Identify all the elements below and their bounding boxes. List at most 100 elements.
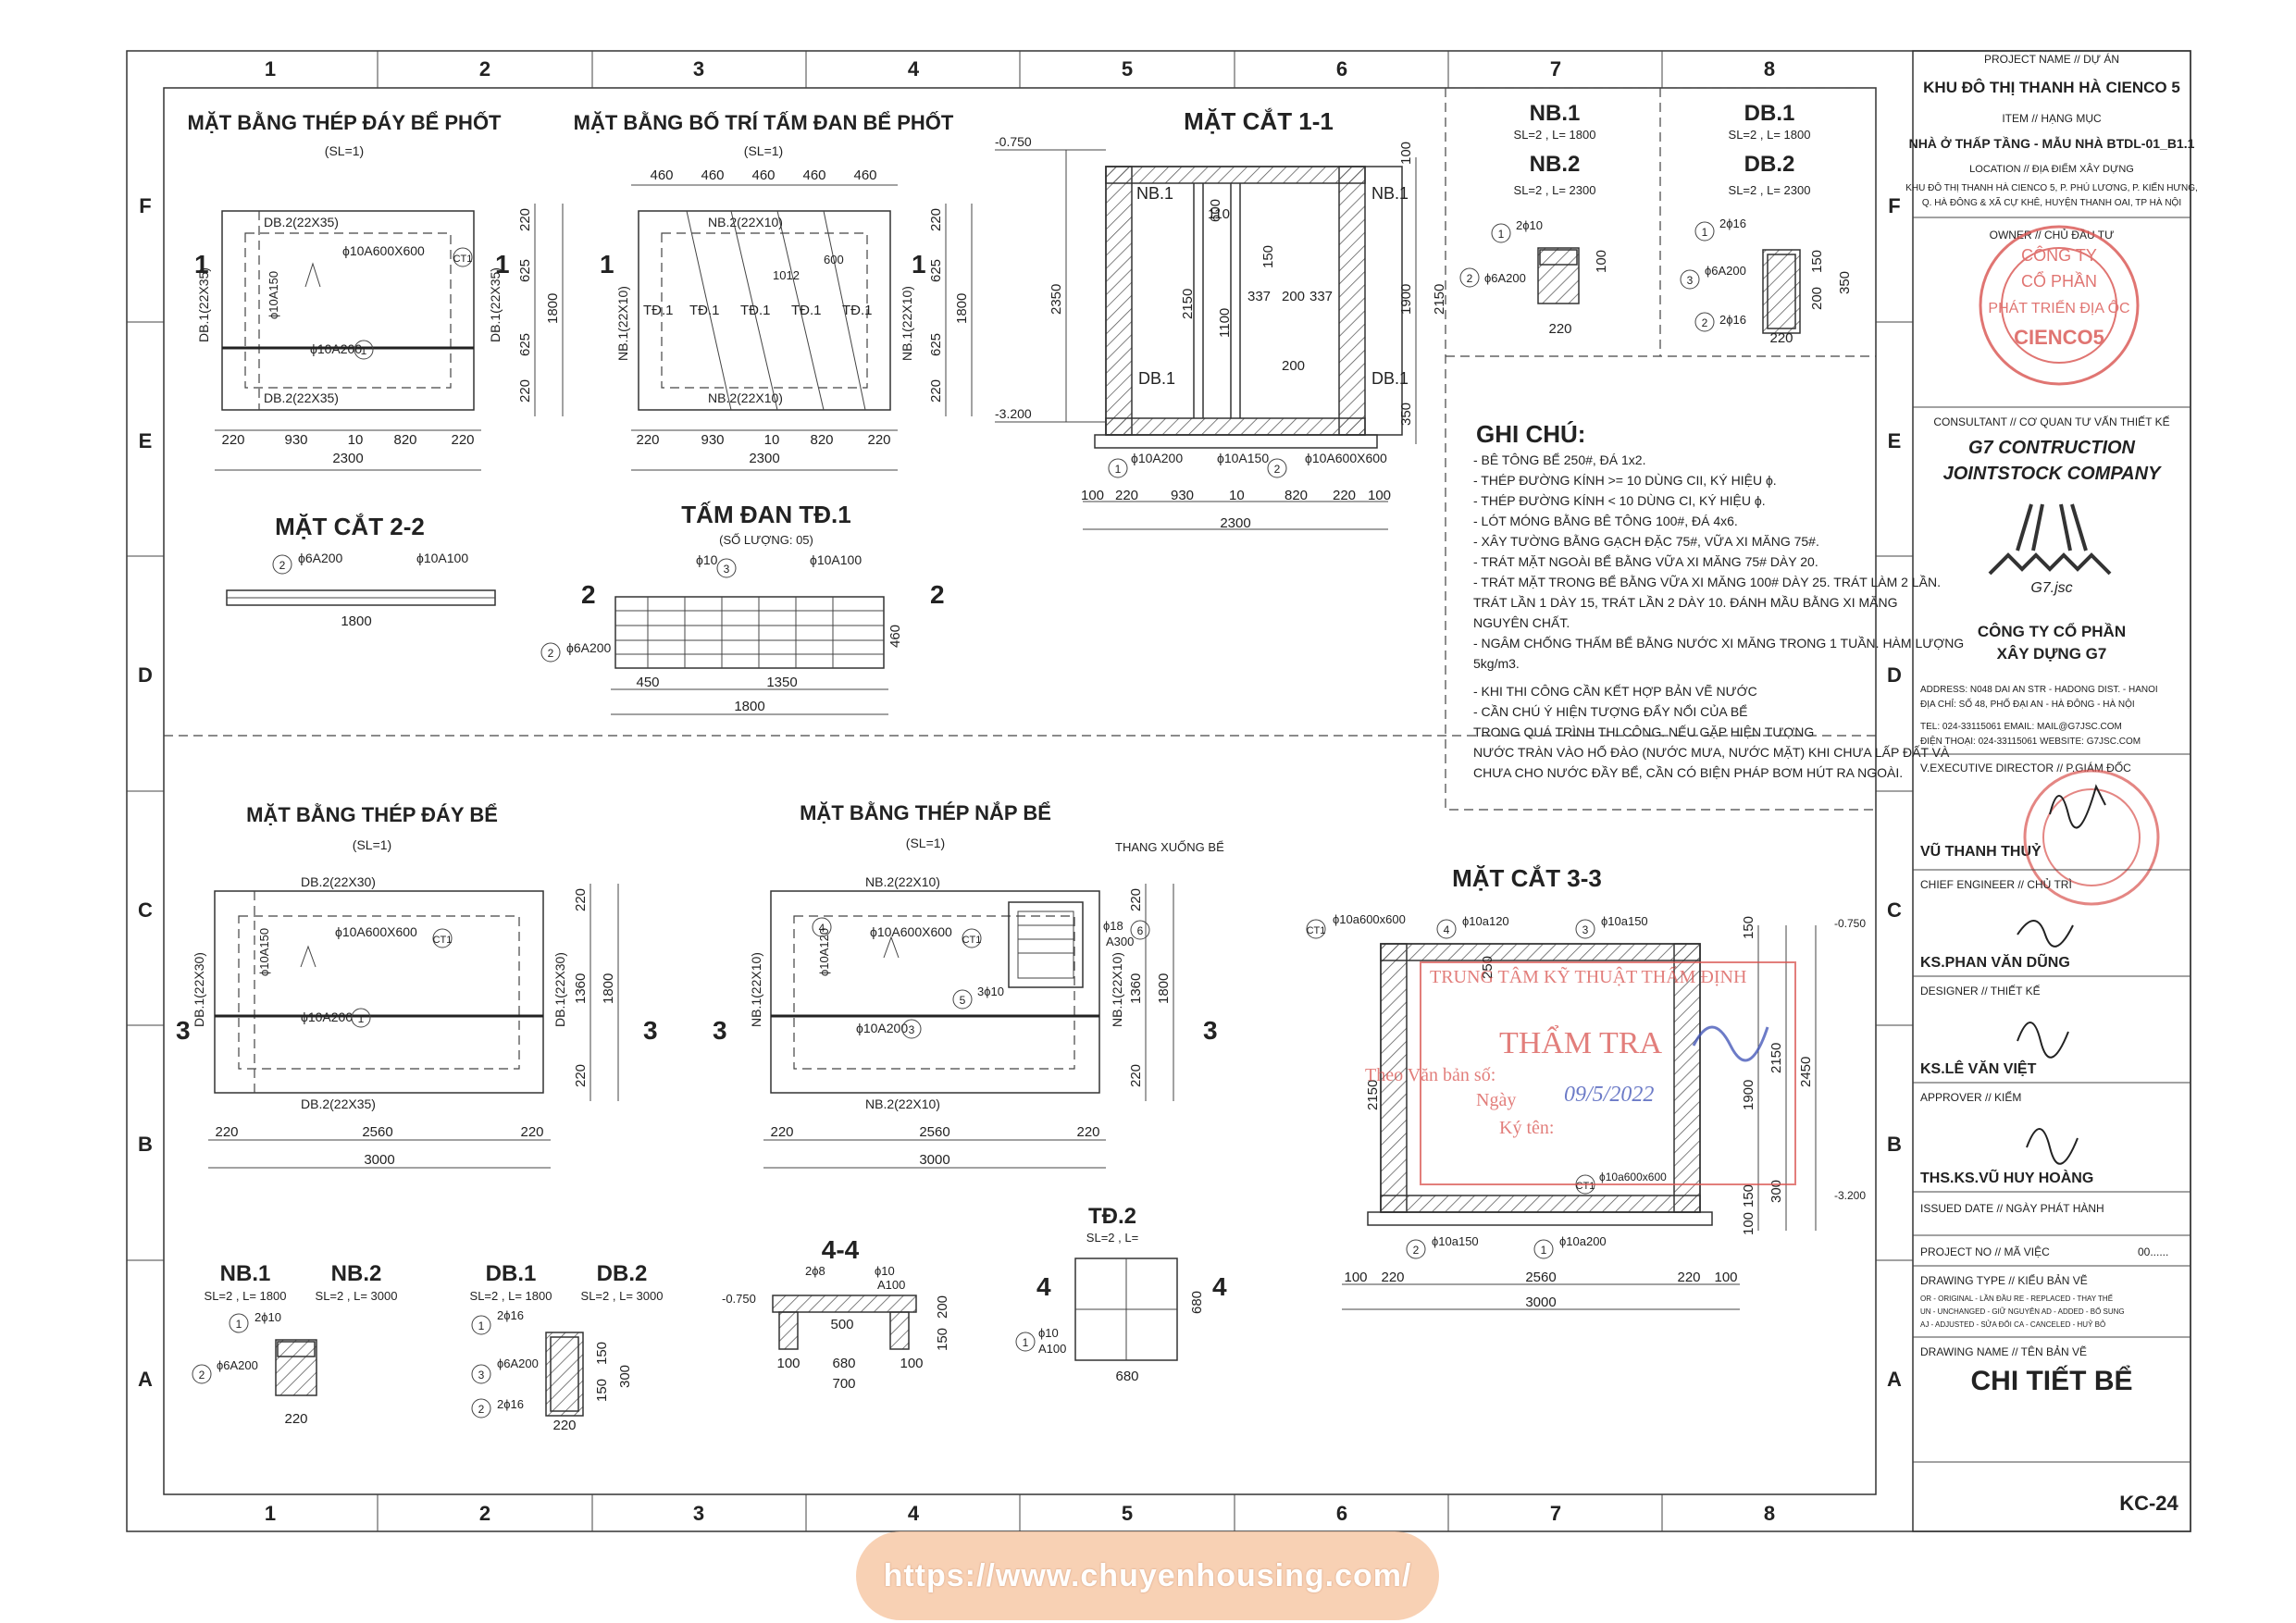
plan2-dim-460b: 460: [701, 167, 724, 183]
svg-text:4: 4: [1036, 1272, 1051, 1301]
s33-lvl-top: -0.750: [1834, 917, 1866, 930]
note-line-14: TRONG QUÁ TRÌNH THI CÔNG. NẾU GẶP HIỆN T…: [1473, 725, 1814, 739]
stamp1-l4: CIENCO5: [2014, 326, 2104, 349]
svg-text:3: 3: [643, 1016, 658, 1045]
tb-project-label: PROJECT NAME // DỰ ÁN: [1984, 52, 2119, 66]
s44-a100: A100: [877, 1278, 905, 1292]
row-e-right: E: [1888, 429, 1902, 452]
plan4-nb2-bottom: NB.2(22X10): [865, 1096, 940, 1111]
nb2b-title: NB.2: [331, 1261, 382, 1286]
tb-dtype-2: UN - UNCHANGED - GIỮ NGUYÊN AD - ADDED -…: [1920, 1307, 2125, 1316]
plan1-dim-10: 10: [348, 432, 364, 448]
section-3-3: MẶT CẮT 3-3 CT1 ϕ10a600x600 4 ϕ10a120 3 …: [1306, 864, 1866, 1310]
col-4-bottom: 4: [908, 1502, 920, 1525]
note-line-13: - CẦN CHÚ Ý HIỆN TƯỢNG ĐẨY NỔI CỦA BỂ: [1473, 703, 1748, 719]
s22-dim-1800: 1800: [341, 613, 371, 629]
plan2-1012: 1012: [773, 268, 800, 282]
plan1-title: MẶT BẰNG THÉP ĐÁY BỂ PHỐT: [188, 110, 503, 134]
s44-dim-200: 200: [935, 1295, 950, 1319]
nb2-sl: SL=2 , L= 2300: [1514, 183, 1596, 197]
review-stamp: TRUNG TÂM KỸ THUẬT THẨM ĐỊNH THẨM TRA Th…: [1365, 961, 1796, 1185]
s44-dim-150: 150: [935, 1328, 950, 1351]
plan4-dim-220b: 220: [1076, 1124, 1099, 1140]
plan2-dim-v625b: 625: [928, 333, 944, 356]
td1-rebar-top: ϕ10: [696, 552, 718, 567]
dbb-dim-150: 150: [594, 1342, 610, 1365]
stamp1-l2: CỔ PHẦN: [2021, 271, 2097, 291]
col-5-bottom: 5: [1122, 1502, 1133, 1525]
plan4-sl: (SL=1): [906, 836, 945, 850]
tb-approver: THS.KS.VŨ HUY HOÀNG: [1920, 1168, 2093, 1186]
note-line-0: - BÊ TÔNG BỂ 250#, ĐÁ 1x2.: [1473, 452, 1645, 467]
s33-rebar-150b: ϕ10a150: [1432, 1234, 1479, 1248]
tb-consultant-label: CONSULTANT // CƠ QUAN TƯ VẤN THIẾT KẾ: [1933, 415, 2169, 428]
s33-dim-h100a: 100: [1344, 1270, 1367, 1285]
plan3-ct1: CT1: [433, 935, 453, 946]
tb-tel-1: TEL: 024-33115061 EMAIL: MAIL@G7JSC.COM: [1920, 722, 2122, 732]
td1-sub: (SỐ LƯỢNG: 05): [719, 533, 813, 547]
s44-rebar-8: 2ϕ8: [805, 1264, 825, 1278]
cover-slab-td1: TẤM ĐAN TĐ.1 (SỐ LƯỢNG: 05) ϕ10 3 ϕ10A10…: [540, 501, 945, 715]
s11-dim-200b: 200: [1282, 358, 1305, 374]
tb-chief-label: CHIEF ENGINEER // CHỦ TRÌ: [1920, 877, 2072, 891]
note-line-7: TRÁT LẦN 1 DÀY 15, TRÁT LẦN 2 DÀY 10. ĐÁ…: [1473, 594, 1898, 610]
svg-text:2: 2: [581, 580, 596, 609]
grid-rows-left: F E D C B A: [127, 194, 164, 1391]
svg-text:1: 1: [1498, 228, 1505, 241]
svg-text:1: 1: [358, 1012, 365, 1025]
approval-stamp: [2023, 769, 2160, 906]
plan3-db1-right: DB.1(22X30): [552, 952, 567, 1027]
db-dim-350: 350: [1837, 271, 1853, 294]
s33-dim-1900: 1900: [1741, 1080, 1756, 1110]
plan-septic-bottom-steel: MẶT BẰNG THÉP ĐÁY BỂ PHỐT (SL=1) DB.2(22…: [188, 110, 564, 471]
plan1-rebar-600: ϕ10A600X600: [342, 243, 425, 258]
note-line-9: - NGÂM CHỐNG THẤM BỂ BẰNG NƯỚC XI MĂNG T…: [1473, 635, 1964, 650]
plan1-dim-v1800: 1800: [545, 293, 561, 324]
plan2-600: 600: [824, 253, 844, 266]
svg-text:2: 2: [1274, 463, 1281, 476]
s11-dim-1900: 1900: [1398, 284, 1414, 315]
tb-designer: KS.LÊ VĂN VIỆT: [1920, 1059, 2037, 1077]
chief-signature: [2017, 920, 2074, 948]
svg-text:1: 1: [361, 344, 367, 357]
s33-lvl-bottom: -3.200: [1834, 1189, 1866, 1202]
designer-signature: [2017, 1022, 2069, 1059]
dbb-dim-300: 300: [617, 1365, 633, 1388]
stamp1-l3: PHÁT TRIỂN ĐỊA ỐC: [1988, 298, 2129, 316]
s11-dim-1100: 1100: [1217, 308, 1233, 338]
s33-dim-h220b: 220: [1677, 1270, 1700, 1285]
db-rebar-stirrup: ϕ6A200: [1705, 264, 1746, 278]
svg-text:4: 4: [1212, 1272, 1227, 1301]
col-2-bottom: 2: [479, 1502, 490, 1525]
s33-rebar-120: ϕ10a120: [1462, 914, 1509, 928]
s33-dim-150b: 150: [1741, 1184, 1756, 1208]
review-stamp-date: 09/5/2022: [1564, 1083, 1654, 1107]
col-5-top: 5: [1122, 57, 1133, 81]
svg-text:3: 3: [1687, 274, 1694, 287]
s33-dim-2150b: 2150: [1769, 1043, 1784, 1073]
s33-ct1-top: CT1: [1307, 925, 1326, 936]
section-4-4: 4-4 -0.750 2ϕ8 ϕ10 A100 500 100 680 100 …: [722, 1235, 950, 1392]
s11-dim-h2300: 2300: [1220, 515, 1250, 531]
svg-text:3: 3: [478, 1369, 485, 1381]
plan4-dim-2560: 2560: [919, 1124, 949, 1140]
svg-text:2: 2: [478, 1403, 485, 1416]
s11-dim-h100a: 100: [1081, 488, 1104, 503]
row-b-left: B: [138, 1133, 153, 1156]
svg-text:4: 4: [819, 922, 825, 935]
db1b-sl: SL=2 , L= 1800: [470, 1289, 552, 1303]
plan1-rebar-150: ϕ10A150: [267, 271, 280, 319]
row-d-right: D: [1887, 663, 1902, 687]
s11-nb1-right: NB.1: [1371, 184, 1409, 203]
plan3-dim-v1360: 1360: [573, 973, 589, 1004]
note-line-16: CHƯA CHO NƯỚC ĐẦY BỂ, CẦN CÓ BIỆN PHÁP B…: [1473, 764, 1903, 780]
col-1-bottom: 1: [265, 1502, 276, 1525]
svg-text:2: 2: [1467, 272, 1473, 285]
review-stamp-l2: THẨM TRA: [1499, 1025, 1662, 1060]
plan2-dim-v220b: 220: [928, 379, 944, 403]
svg-text:3: 3: [1582, 923, 1589, 936]
plan3-db2-bottom: DB.2(22X35): [301, 1096, 376, 1111]
plan1-db2-top: DB.2(22X35): [264, 215, 339, 229]
plan3-dim-v220b: 220: [573, 1064, 589, 1087]
